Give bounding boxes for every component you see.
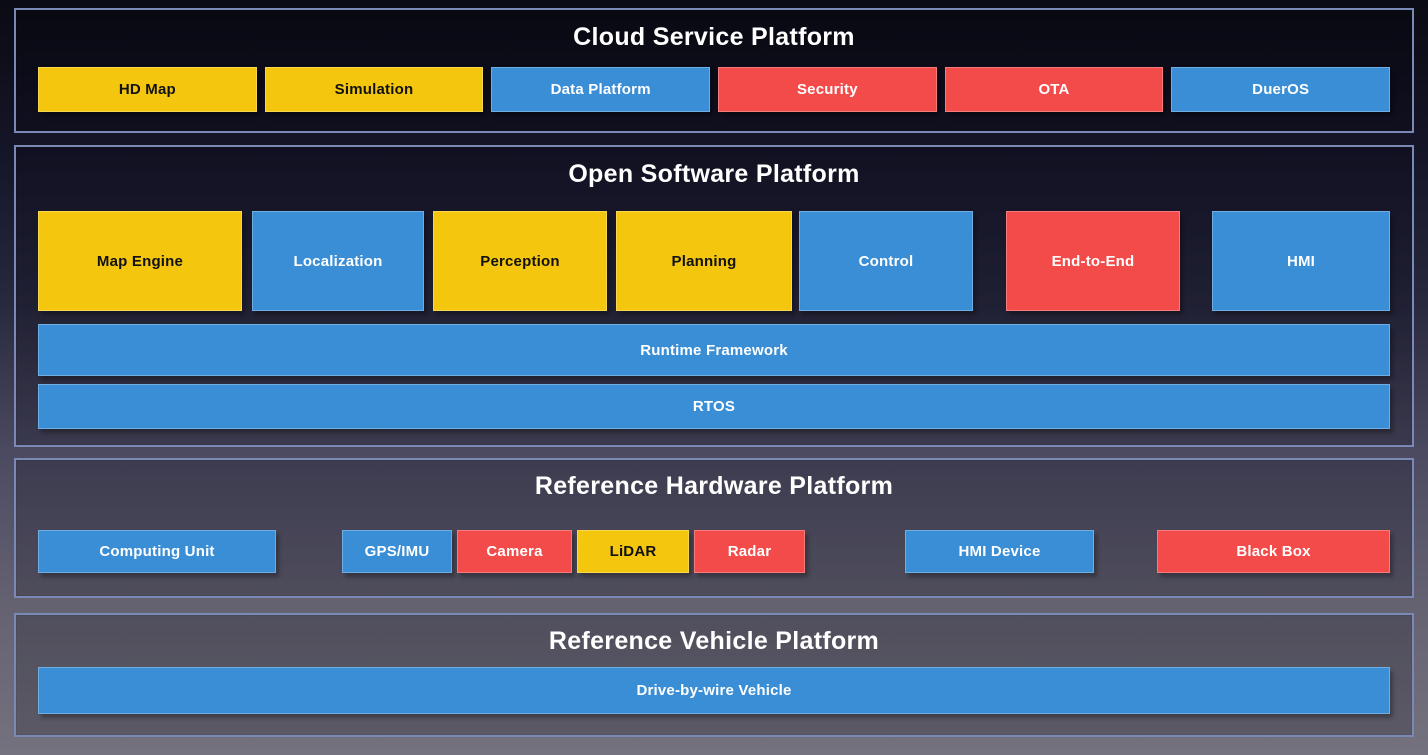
block-lidar: LiDAR xyxy=(577,530,689,573)
block-rtos: RTOS xyxy=(38,384,1390,429)
block-drive-by-wire-vehicle: Drive-by-wire Vehicle xyxy=(38,667,1390,714)
block-computing-unit: Computing Unit xyxy=(38,530,276,573)
hardware-section-title: Reference Hardware Platform xyxy=(534,472,894,500)
software-modules-row: Map Engine Localization Perception Plann… xyxy=(38,211,1390,311)
block-runtime-framework: Runtime Framework xyxy=(38,324,1390,376)
block-black-box: Black Box xyxy=(1157,530,1390,573)
block-control: Control xyxy=(799,211,973,311)
block-radar: Radar xyxy=(694,530,805,573)
cloud-service-platform-section: Cloud Service Platform HD Map Simulation… xyxy=(14,8,1414,133)
block-end-to-end: End-to-End xyxy=(1006,211,1180,311)
open-software-platform-section: Open Software Platform Map Engine Locali… xyxy=(14,145,1414,447)
block-localization: Localization xyxy=(252,211,424,311)
block-hmi: HMI xyxy=(1212,211,1390,311)
block-hd-map: HD Map xyxy=(38,67,257,112)
block-security: Security xyxy=(718,67,937,112)
cloud-services-row: HD Map Simulation Data Platform Security… xyxy=(38,67,1391,112)
reference-vehicle-platform-section: Reference Vehicle Platform Drive-by-wire… xyxy=(14,613,1414,737)
block-gps-imu: GPS/IMU xyxy=(342,530,452,573)
block-simulation: Simulation xyxy=(264,67,484,112)
block-data-platform: Data Platform xyxy=(491,67,711,112)
cloud-section-title: Cloud Service Platform xyxy=(573,23,855,51)
block-dueros: DuerOS xyxy=(1171,67,1391,112)
block-planning: Planning xyxy=(616,211,792,311)
block-ota: OTA xyxy=(944,67,1164,112)
block-perception: Perception xyxy=(433,211,607,311)
reference-hardware-platform-section: Reference Hardware Platform Computing Un… xyxy=(14,458,1414,598)
hardware-items-row: Computing Unit GPS/IMU Camera LiDAR Rada… xyxy=(38,530,1390,573)
block-camera: Camera xyxy=(457,530,572,573)
software-section-title: Open Software Platform xyxy=(568,160,860,188)
vehicle-section-title: Reference Vehicle Platform xyxy=(548,627,880,655)
block-hmi-device: HMI Device xyxy=(905,530,1094,573)
block-map-engine: Map Engine xyxy=(38,211,242,311)
